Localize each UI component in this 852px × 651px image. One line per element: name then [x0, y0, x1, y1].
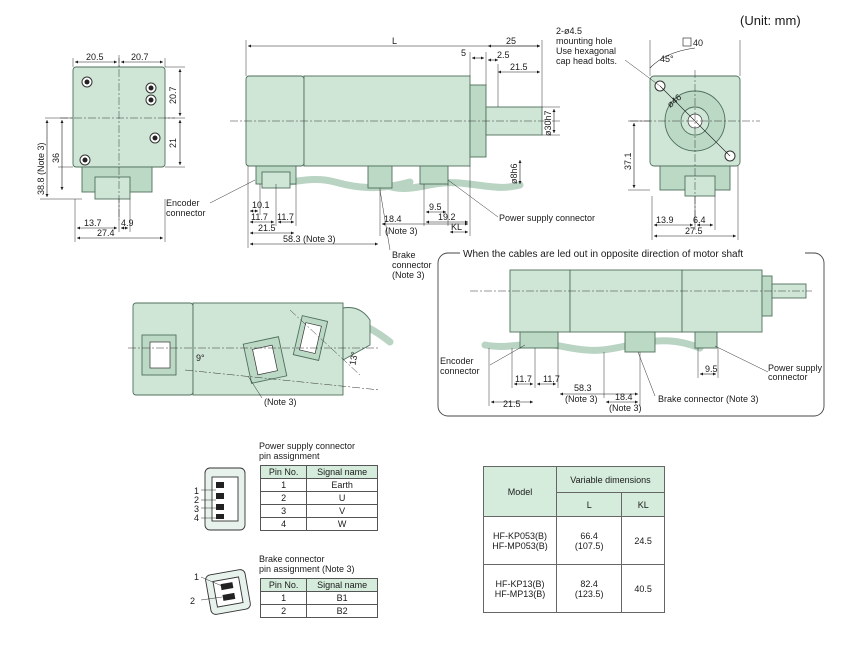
power-label: Power supply connector: [499, 213, 595, 223]
mounting-4: cap head bolts.: [556, 56, 617, 66]
dim-27-5: 27.5: [685, 226, 703, 236]
mounting-3: Use hexagonal: [556, 46, 616, 56]
mounting-2: mounting hole: [556, 36, 613, 46]
alt-58-3: 58.3: [574, 383, 592, 393]
alt-encoder-2: connector: [440, 366, 480, 376]
dim-19-2: 19.2: [438, 212, 456, 222]
power-pin-marker-3: 3: [194, 504, 199, 514]
brake-label-2: connector: [392, 260, 432, 270]
alt-encoder-1: Encoder: [440, 356, 474, 366]
brake-label-3: (Note 3): [392, 270, 425, 280]
brake-pins-title: Brake connector pin assignment (Note 3): [259, 554, 355, 574]
alt-9-5: 9.5: [705, 364, 718, 374]
dim-11-7-a: 11.7: [251, 212, 268, 222]
dim-sq40: 40: [693, 38, 703, 48]
dim-27-4: 27.4: [97, 228, 115, 238]
alt-11-7-a: 11.7: [515, 374, 532, 384]
brake-pin-marker-1: 1: [194, 572, 199, 582]
dim-10-1: 10.1: [252, 200, 270, 210]
encoder-label-2: connector: [166, 208, 206, 218]
dim-4-9: 4.9: [121, 218, 134, 228]
dim-36: 36: [51, 153, 61, 163]
power-pin-marker-4: 4: [194, 513, 199, 523]
col-L: L: [555, 492, 623, 517]
dim-21-5-bottom: 21.5: [258, 223, 276, 233]
dim-38-8: 38.8 (Note 3): [36, 142, 46, 195]
flange-view: 40 45° ø46 37.1 13.9 6.4 27.5 2-ø4.5 mou…: [556, 26, 760, 240]
note3-top: (Note 3): [264, 397, 297, 407]
encoder-label-1: Encoder: [166, 198, 200, 208]
dim-6-4: 6.4: [693, 215, 706, 225]
dim-37-1: 37.1: [623, 152, 633, 170]
alt-21-5: 21.5: [503, 399, 521, 409]
dim-phi30h7: ø30h7: [543, 110, 553, 136]
dim-20-7-right: 20.7: [168, 86, 178, 104]
alt-power-1: Power supply: [768, 363, 823, 373]
dim-9-5: 9.5: [429, 202, 442, 212]
dim-2-5: 2.5: [497, 50, 510, 60]
dim-5: 5: [461, 48, 466, 58]
end-view-left: 20.5 20.7 20.7 21 36 38.8 (Note 3) 13.7 …: [36, 52, 185, 242]
dim-20-5: 20.5: [86, 52, 104, 62]
alt-view: When the cables are led out in opposite …: [437, 246, 825, 417]
brake-connector-symbol: 1 2: [190, 569, 251, 615]
model-header: Model: [483, 466, 557, 517]
dim-25: 25: [506, 36, 516, 46]
dim-13deg: 13°: [348, 350, 360, 366]
dim-11-7-b: 11.7: [277, 212, 294, 222]
dim-21-5-top: 21.5: [510, 62, 528, 72]
alt-11-7-b: 11.7: [543, 374, 560, 384]
dim-13-9: 13.9: [656, 215, 674, 225]
unit-label: (Unit: mm): [740, 13, 801, 28]
side-view: L 25 5 2.5 21.5 ø30h7 ø8h6 10.1 11.7 11.…: [166, 36, 595, 280]
note3-side: (Note 3): [385, 226, 418, 236]
alt-18-4: 18.4: [615, 392, 633, 402]
variable-header: Variable dimensions: [556, 466, 665, 493]
power-pin-marker-1: 1: [194, 486, 199, 496]
mounting-1: 2-ø4.5: [556, 26, 582, 36]
alt-title: When the cables are led out in opposite …: [463, 249, 743, 260]
alt-note3b: (Note 3): [609, 403, 642, 413]
variable-dimensions-table: Model Variable dimensions L KL HF-KP053(…: [483, 466, 665, 613]
power-connector-symbol: 1 2 3 4: [194, 467, 246, 531]
alt-brake: Brake connector (Note 3): [658, 394, 759, 404]
top-view: 9° 13° (Note 3): [128, 302, 394, 407]
dim-13-7: 13.7: [84, 218, 102, 228]
dim-18-4: 18.4: [384, 214, 402, 224]
dim-L: L: [392, 36, 397, 46]
dim-KL: KL: [451, 222, 462, 232]
dim-phi8h6: ø8h6: [509, 163, 519, 184]
power-pin-marker-2: 2: [194, 495, 199, 505]
alt-note3: (Note 3): [565, 394, 598, 404]
dim-20-7-top: 20.7: [131, 52, 149, 62]
table-row: HF-KP13(B)HF-MP13(B) 82.4(123.5) 40.5: [483, 564, 665, 613]
dim-21: 21: [168, 138, 178, 148]
alt-power-2: connector: [768, 372, 808, 382]
brake-label-1: Brake: [392, 250, 416, 260]
table-row: HF-KP053(B)HF-MP053(B) 66.4(107.5) 24.5: [483, 516, 665, 565]
power-pins-title: Power supply connector pin assignment: [259, 441, 356, 461]
dim-45deg: 45°: [660, 54, 674, 64]
dim-58-3: 58.3 (Note 3): [283, 234, 336, 244]
brake-pin-marker-2: 2: [190, 596, 195, 606]
dim-9deg: 9°: [196, 353, 205, 363]
col-KL: KL: [621, 492, 665, 517]
